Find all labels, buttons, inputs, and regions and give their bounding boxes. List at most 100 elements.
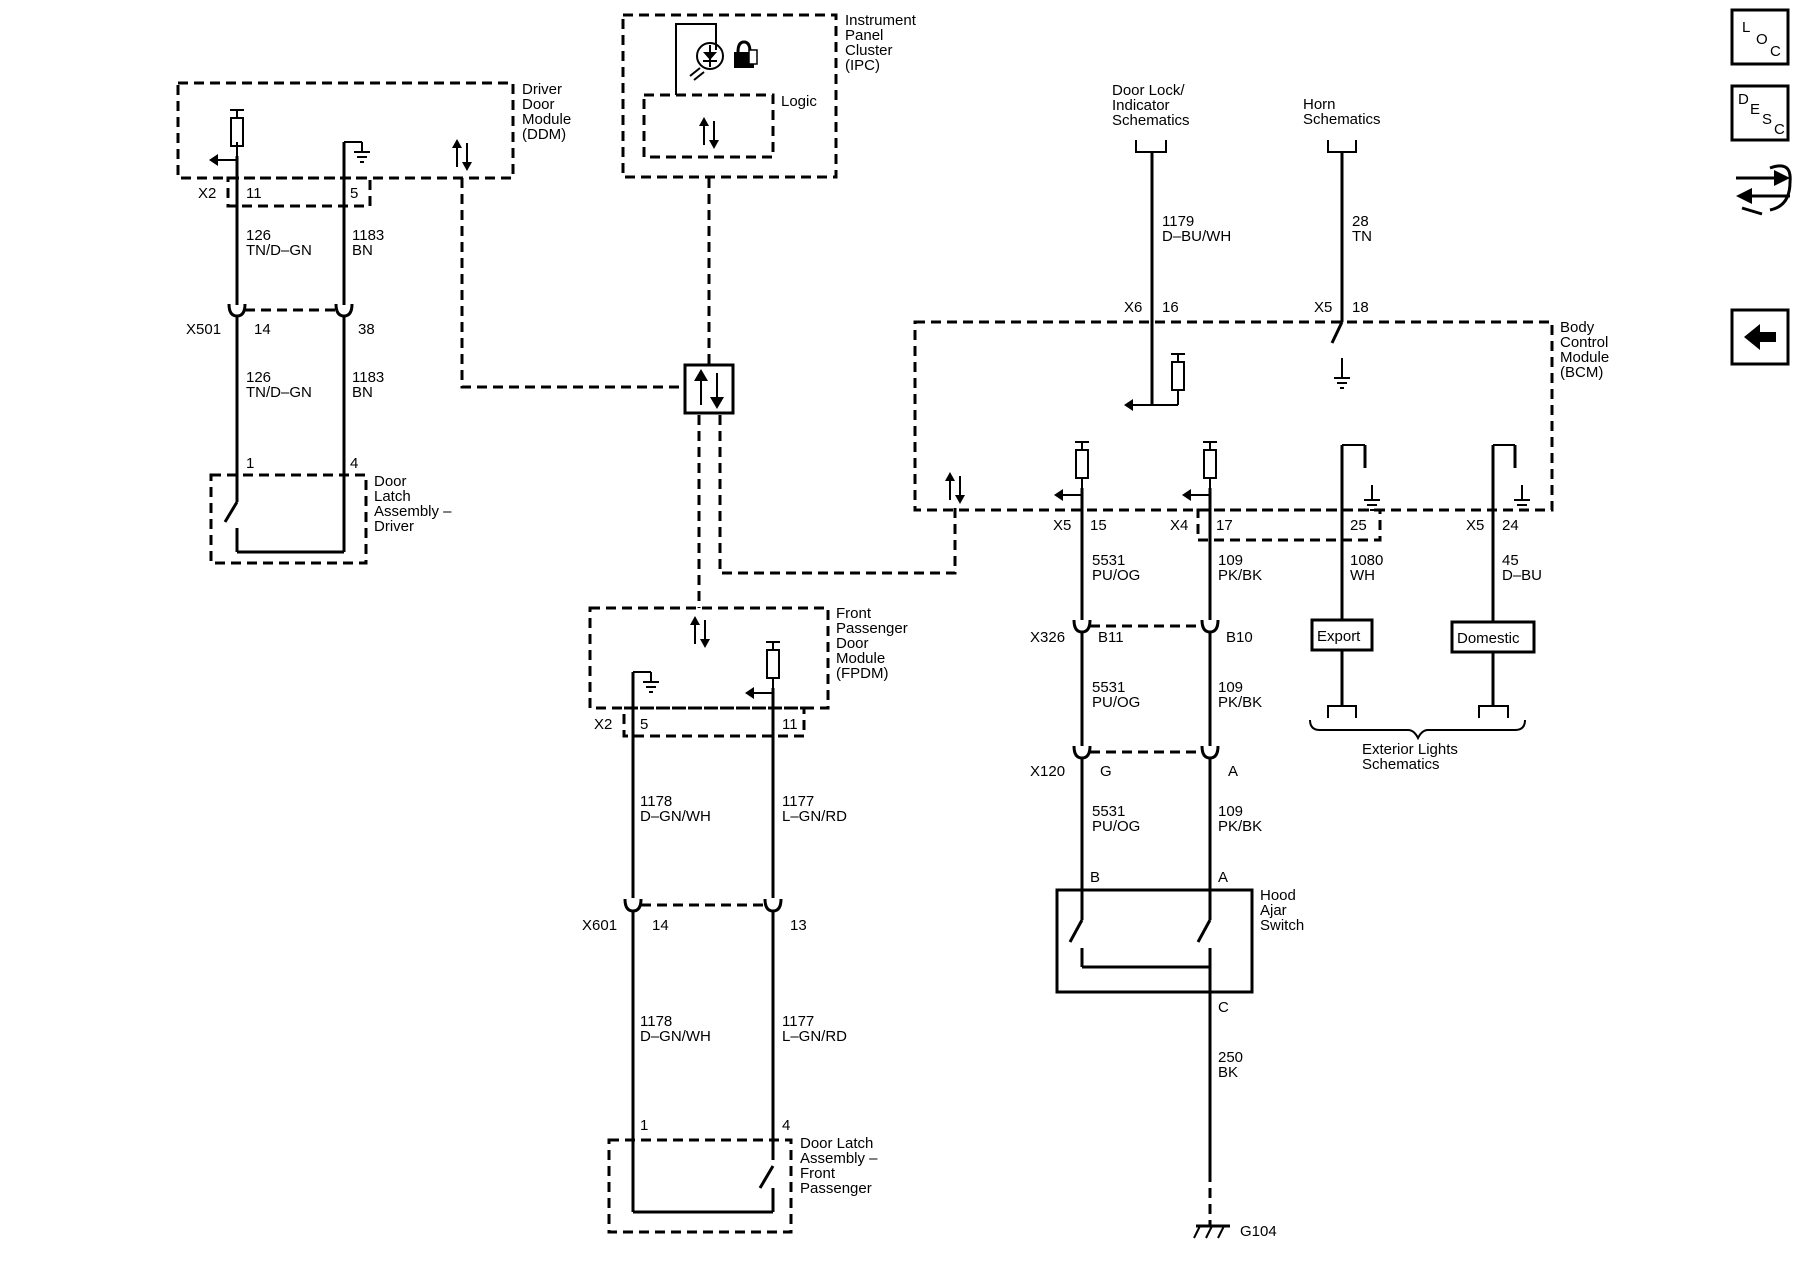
ipc-lock-icon [734, 40, 758, 68]
domestic-option-box: Domestic [1450, 620, 1536, 654]
hood-pin-b: B [1090, 869, 1100, 886]
ddm-pin-11: 11 [246, 185, 262, 202]
bcm-hood-input-resistor-1 [1074, 441, 1090, 489]
bcm-serial-data-icon [944, 471, 966, 505]
bcm-connector-block [1196, 508, 1382, 542]
bcm-door-lock-input-arrow [1123, 398, 1153, 412]
bcm-pin-17: 17 [1216, 517, 1233, 534]
serial-data-bus [460, 178, 957, 608]
back-button[interactable] [1730, 308, 1790, 366]
ipc-indicator-lamp-icon [689, 42, 724, 81]
connector-x501 [227, 302, 354, 318]
connector-x601 [623, 897, 783, 913]
bcm-pin-16: 16 [1162, 299, 1179, 316]
splice-pack-icon [683, 363, 735, 415]
exterior-lights-ref-bracket [1309, 719, 1526, 741]
fpdm-pullup-resistor [765, 641, 781, 689]
loc-button[interactable]: L O C [1730, 8, 1790, 66]
door-latch-driver-pin-1: 1 [246, 455, 254, 472]
bcm-door-lock-resistor [1170, 353, 1186, 401]
svg-text:C: C [1770, 43, 1781, 60]
fpdm-pin-11: 11 [782, 716, 798, 733]
x120-pin-g: G [1100, 763, 1112, 780]
bcm-export-switch-icon [1342, 444, 1381, 511]
ground-g104-label: G104 [1240, 1223, 1277, 1240]
x601-pin-14: 14 [652, 917, 669, 934]
fpdm-connector-x2: X2 [594, 716, 612, 733]
desc-button[interactable]: D E S C [1730, 84, 1790, 142]
door-latch-assembly-passenger [607, 1138, 793, 1234]
door-latch-assembly-driver [209, 473, 368, 565]
fpdm-ground-icon [642, 671, 660, 693]
x501-pin-14: 14 [254, 321, 271, 338]
connector-x120 [1072, 744, 1220, 760]
domestic-label: Domestic [1457, 630, 1520, 647]
back-arrow-icon [1744, 324, 1776, 350]
ddm-connector-x2: X2 [198, 185, 216, 202]
x601-pin-13: 13 [790, 917, 807, 934]
ddm-ground-icon [353, 141, 371, 163]
svg-text:O: O [1756, 31, 1768, 48]
door-latch-passenger-pin-1: 1 [640, 1117, 648, 1134]
x501-label: X501 [186, 321, 221, 338]
fpdm-input-arrow [744, 686, 774, 700]
x326-label: X326 [1030, 629, 1065, 646]
bcm-pin-18: 18 [1352, 299, 1369, 316]
ipc-logic-label: Logic [781, 93, 817, 110]
bcm-x5-15-label: X5 [1053, 517, 1071, 534]
x120-pin-a: A [1228, 763, 1238, 780]
bcm-domestic-switch-icon [1493, 444, 1531, 511]
ipc-serial-data-icon [698, 116, 720, 150]
bcm-hood-input-arrow-1 [1053, 488, 1083, 502]
bcm-x5-18-label: X5 [1314, 299, 1332, 316]
connector-x326 [1072, 618, 1220, 634]
export-label: Export [1317, 628, 1361, 645]
connector-end-view-icon[interactable] [1736, 164, 1792, 216]
hood-pin-a: A [1218, 869, 1228, 886]
ddm-serial-data-icon [451, 138, 473, 172]
door-latch-passenger-pin-4: 4 [782, 1117, 790, 1134]
x501-pin-38: 38 [358, 321, 375, 338]
bcm-pin-15: 15 [1090, 517, 1107, 534]
ddm-input-arrow [208, 153, 238, 167]
svg-text:E: E [1750, 101, 1760, 118]
svg-text:D: D [1738, 91, 1749, 108]
bcm-pin-24: 24 [1502, 517, 1519, 534]
bcm-x5-24-label: X5 [1466, 517, 1484, 534]
x326-pin-b10: B10 [1226, 629, 1253, 646]
hood-pin-c: C [1218, 999, 1229, 1016]
svg-text:C: C [1774, 121, 1785, 138]
bcm-x4-17-label: X4 [1170, 517, 1188, 534]
